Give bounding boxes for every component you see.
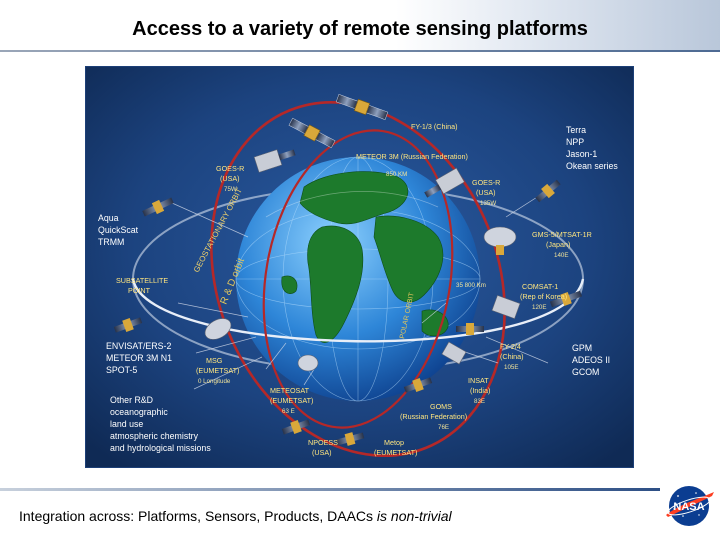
insat-longitude: 83E bbox=[474, 398, 485, 405]
npoess-name: NPOESS bbox=[308, 438, 338, 447]
gms-name: GMS-5/MTSAT-1R bbox=[532, 230, 592, 239]
footer-caption: Integration across: Platforms, Sensors, … bbox=[19, 508, 452, 524]
goes-east-satellite-graphic bbox=[424, 167, 465, 198]
meteosat-satellite-graphic bbox=[297, 354, 319, 372]
group-item: QuickScat bbox=[98, 225, 139, 235]
goms-longitude: 76E bbox=[438, 424, 449, 431]
msg-satellite-graphic bbox=[204, 318, 232, 340]
group-item: Aqua bbox=[98, 213, 119, 223]
npoess-satellite-graphic bbox=[281, 419, 311, 435]
goes-east-longitude: 135W bbox=[480, 200, 496, 207]
group-item: Other R&D bbox=[110, 395, 153, 405]
meteosat-agency: (EUMETSAT) bbox=[270, 396, 313, 405]
gms-country: (Japan) bbox=[546, 240, 570, 249]
other-missions-labels: Other R&D oceanographic land use atmosph… bbox=[110, 395, 211, 453]
group-item: oceanographic bbox=[110, 407, 168, 417]
nasa-logo: NASA bbox=[662, 482, 716, 530]
goes-west-satellite-graphic bbox=[253, 149, 296, 173]
connector-lines bbox=[171, 184, 557, 390]
goes-east-name: GOES-R bbox=[472, 178, 500, 187]
goms-country: (Russian Federation) bbox=[400, 412, 467, 421]
comsat-country: (Rep of Korea) bbox=[520, 292, 567, 301]
aqua-group-labels: Aqua QuickScat TRMM bbox=[98, 213, 139, 247]
footer-emphasis: is non-trivial bbox=[376, 508, 452, 524]
group-item: TRMM bbox=[98, 237, 124, 247]
group-item: NPP bbox=[566, 137, 584, 147]
geostationary-orbit-ring-front bbox=[131, 278, 585, 343]
group-item: ADEOS II bbox=[572, 355, 610, 365]
msg-name: MSG bbox=[206, 356, 223, 365]
footer-main-text: Integration across: Platforms, Sensors, … bbox=[19, 508, 377, 524]
npoess-country: (USA) bbox=[312, 448, 332, 457]
group-item: Terra bbox=[566, 125, 586, 135]
insat-satellite-graphic bbox=[441, 341, 467, 365]
fy2-longitude: 105E bbox=[504, 364, 518, 371]
envisat-satellite-graphic bbox=[113, 317, 143, 333]
group-item: GPM bbox=[572, 343, 592, 353]
goms-satellite-graphic bbox=[403, 377, 433, 393]
metop-agency: (EUMETSAT) bbox=[374, 448, 417, 457]
goms-name: GOMS bbox=[430, 402, 452, 411]
group-item: and hydrological missions bbox=[110, 443, 211, 453]
msg-longitude: 0 Longitude bbox=[198, 378, 231, 385]
fy2-satellite-graphic bbox=[456, 323, 484, 335]
subsatellite-label-1: SUBSATELLITE bbox=[116, 276, 168, 285]
comsat-name: COMSAT-1 bbox=[522, 282, 558, 291]
fy1-satellite-graphic bbox=[335, 94, 389, 120]
meteosat-longitude: 63 E bbox=[282, 408, 295, 415]
group-item: GCOM bbox=[572, 367, 599, 377]
subsatellite-label-2: POINT bbox=[128, 286, 151, 295]
insat-name: INSAT bbox=[468, 376, 489, 385]
header-band bbox=[0, 0, 720, 52]
gpm-satellite-graphic bbox=[549, 290, 583, 308]
group-item: ENVISAT/ERS-2 bbox=[106, 341, 171, 351]
rd-orbit-ring bbox=[262, 129, 454, 429]
goes-west-longitude: 75W bbox=[224, 186, 237, 193]
comsat-satellite-graphic bbox=[491, 294, 521, 320]
comsat-longitude: 120E bbox=[532, 304, 546, 311]
group-item: METEOR 3M N1 bbox=[106, 353, 172, 363]
meteor-satellite-graphic bbox=[288, 117, 336, 149]
terra-satellite-graphic bbox=[535, 179, 561, 203]
nasa-logo-text: NASA bbox=[673, 501, 704, 513]
goes-east-country: (USA) bbox=[476, 188, 496, 197]
slide-title: Access to a variety of remote sensing pl… bbox=[132, 18, 588, 40]
group-item: atmospheric chemistry bbox=[110, 431, 199, 441]
fy1-label: FY-1/3 (China) bbox=[411, 122, 457, 131]
metop-name: Metop bbox=[384, 438, 404, 447]
aqua-satellite-graphic bbox=[142, 197, 174, 217]
footer-divider bbox=[0, 488, 660, 491]
group-item: land use bbox=[110, 419, 143, 429]
group-item: Okean series bbox=[566, 161, 618, 171]
gpm-group-labels: GPM ADEOS II GCOM bbox=[572, 343, 610, 377]
satellite-orbit-figure: GEOSTATIONARY ORBIT R & D orbit POLAR OR… bbox=[85, 66, 634, 468]
fy2-name: FY-2/4 bbox=[500, 342, 521, 351]
meteor-label: METEOR 3M (Russian Federation) bbox=[356, 152, 468, 161]
altitude-label: 35 800 Km bbox=[456, 282, 486, 289]
gms-satellite-graphic bbox=[483, 226, 517, 255]
terra-group-labels: Terra NPP Jason-1 Okean series bbox=[566, 125, 618, 171]
insat-country: (India) bbox=[470, 386, 490, 395]
envisat-group-labels: ENVISAT/ERS-2 METEOR 3M N1 SPOT-5 bbox=[106, 341, 172, 375]
goes-west-country: (USA) bbox=[220, 174, 240, 183]
meteosat-name: METEOSAT bbox=[270, 386, 310, 395]
group-item: Jason-1 bbox=[566, 149, 597, 159]
header-divider bbox=[0, 50, 720, 52]
goes-west-name: GOES-R bbox=[216, 164, 244, 173]
fy2-country: (China) bbox=[500, 352, 524, 361]
metop-satellite-graphic bbox=[335, 432, 365, 446]
msg-agency: (EUMETSAT) bbox=[196, 366, 239, 375]
meteor-altitude-label: 850 KM bbox=[386, 171, 407, 178]
group-item: SPOT-5 bbox=[106, 365, 137, 375]
gms-longitude: 140E bbox=[554, 252, 568, 259]
